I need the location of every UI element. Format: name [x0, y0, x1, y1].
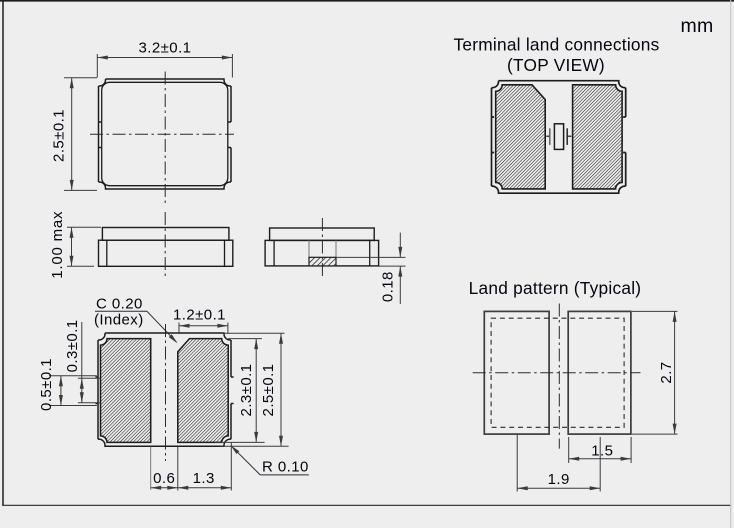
svg-text:0.5±0.1: 0.5±0.1 — [38, 358, 55, 411]
svg-text:C 0.20: C 0.20 — [96, 296, 143, 313]
svg-text:1.9: 1.9 — [548, 471, 570, 488]
svg-text:R 0.10: R 0.10 — [262, 459, 309, 476]
svg-text:1.5: 1.5 — [591, 443, 613, 460]
svg-text:2.5±0.1: 2.5±0.1 — [260, 364, 277, 417]
svg-text:0.18: 0.18 — [379, 271, 396, 302]
svg-text:mm: mm — [681, 15, 714, 37]
svg-text:(TOP VIEW): (TOP VIEW) — [507, 55, 605, 75]
svg-text:0.6: 0.6 — [153, 470, 175, 487]
svg-text:1.00 max: 1.00 max — [49, 211, 66, 279]
svg-text:3.2±0.1: 3.2±0.1 — [139, 40, 192, 57]
svg-text:1.2±0.1: 1.2±0.1 — [173, 307, 226, 324]
svg-text:2.7: 2.7 — [658, 361, 675, 383]
svg-text:1.3: 1.3 — [193, 470, 215, 487]
svg-text:Land pattern (Typical): Land pattern (Typical) — [469, 278, 642, 298]
svg-text:(Index): (Index) — [94, 312, 144, 329]
svg-text:2.3±0.1: 2.3±0.1 — [238, 364, 255, 417]
svg-text:0.3±0.1: 0.3±0.1 — [64, 319, 81, 372]
svg-text:Terminal land connections: Terminal land connections — [453, 35, 659, 55]
svg-text:2.5±0.1: 2.5±0.1 — [50, 109, 67, 162]
